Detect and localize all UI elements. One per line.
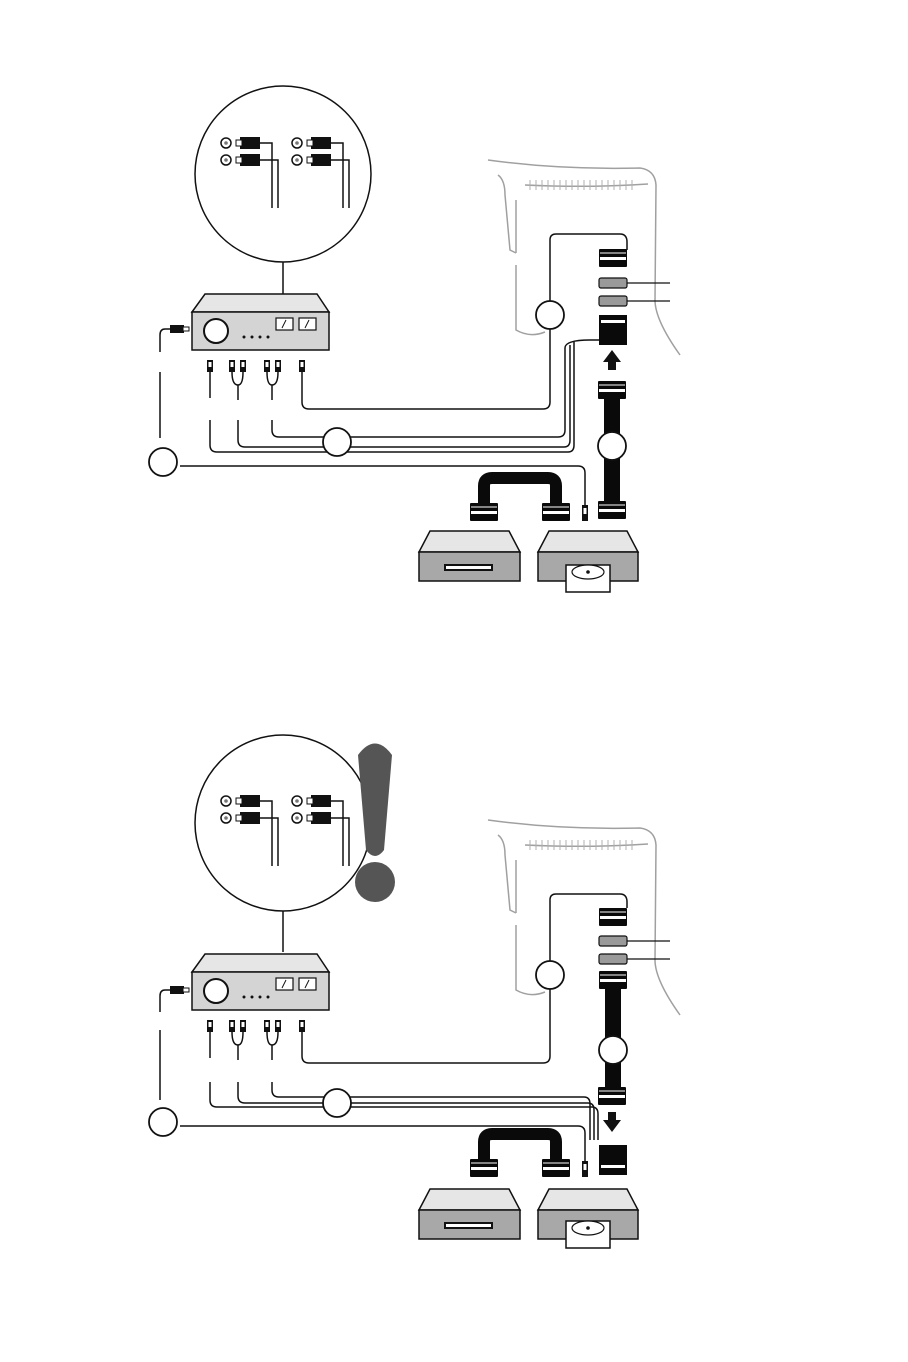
vcr-icon: [419, 1189, 520, 1239]
dvd-scart-socket: [599, 1145, 627, 1175]
tv-rear-icon: [488, 160, 680, 355]
tv-rear-icon: [488, 820, 680, 1015]
dvd-player-icon: [538, 531, 638, 592]
amplifier-icon: [170, 294, 329, 372]
dvd-player-icon: [538, 1189, 638, 1248]
tv-ports: [550, 894, 670, 989]
vcr-dvd-scart-cable: [470, 1134, 588, 1177]
arrow-icon: [603, 1112, 621, 1132]
tv-ports: [550, 234, 670, 345]
vcr-dvd-scart-cable: [470, 478, 588, 521]
diagram-bottom: [149, 735, 680, 1248]
arrow-icon: [603, 350, 621, 370]
vcr-icon: [419, 531, 520, 581]
zoom-detail-icon: [195, 86, 371, 294]
zoom-detail-icon: [195, 735, 371, 952]
amplifier-icon: [170, 954, 329, 1032]
diagram-top: [149, 86, 680, 592]
